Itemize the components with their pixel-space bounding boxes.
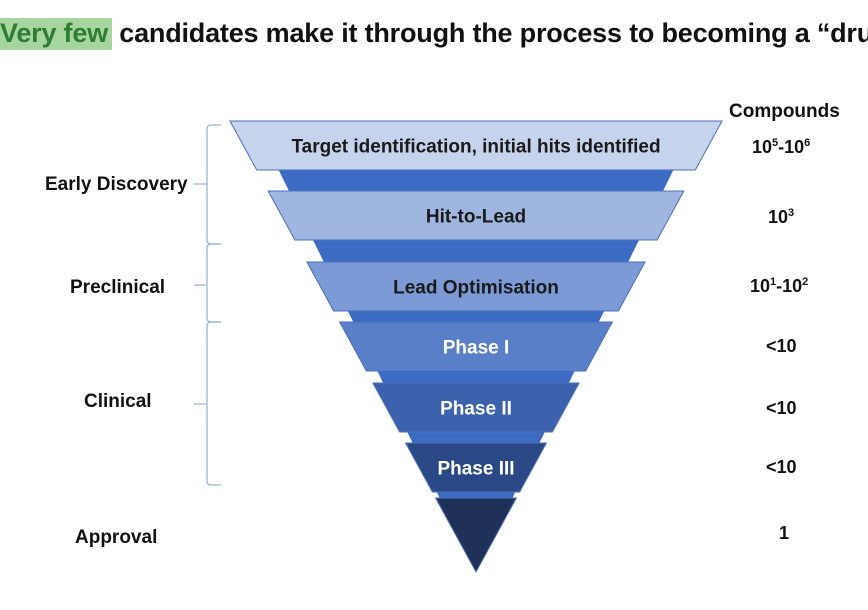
phase-label-approval: Approval bbox=[75, 527, 158, 548]
count-phase-2: <10 bbox=[766, 398, 797, 418]
funnel-connector bbox=[376, 369, 576, 385]
stage-phase-2-label: Phase II bbox=[440, 399, 512, 420]
title-highlight: Very few bbox=[0, 18, 112, 50]
phase-label-preclinical: Preclinical bbox=[70, 277, 166, 298]
funnel-connector bbox=[346, 309, 606, 324]
stage-approval bbox=[434, 497, 518, 574]
title-rest: candidates make it through the process t… bbox=[111, 18, 868, 48]
phase-label-clinical: Clinical bbox=[84, 391, 152, 412]
count-approval: 1 bbox=[779, 523, 790, 543]
count-phase-1: <10 bbox=[766, 336, 797, 356]
funnel-connector bbox=[406, 430, 546, 445]
stage-phase-3-label: Phase III bbox=[437, 459, 514, 480]
stage-phase-2 bbox=[372, 382, 580, 433]
funnel-connector bbox=[312, 238, 640, 264]
count-hit-to-lead: 103 bbox=[768, 207, 795, 227]
stage-phase-1-label: Phase I bbox=[443, 338, 510, 359]
stage-phase-1 bbox=[338, 321, 614, 372]
funnel-connector bbox=[277, 168, 675, 193]
stage-hit-to-lead bbox=[267, 190, 685, 241]
phase-brackets bbox=[194, 124, 221, 486]
funnel-stages: Target identification, initial hits iden… bbox=[229, 120, 723, 574]
stage-target-identification bbox=[229, 120, 723, 171]
stage-hit-to-lead-label: Hit-to-Lead bbox=[426, 207, 526, 228]
stage-phase-3 bbox=[404, 442, 548, 493]
compounds-header: Compounds bbox=[729, 101, 840, 122]
bracket-preclinical bbox=[194, 243, 221, 323]
stage-target-identification-label: Target identification, initial hits iden… bbox=[291, 137, 660, 158]
bracket-early-discovery bbox=[194, 124, 221, 245]
funnel-connectors bbox=[277, 168, 675, 500]
page-title: Very few candidates make it through the … bbox=[0, 18, 868, 50]
stage-lead-optimisation bbox=[306, 261, 646, 312]
count-target-identification: 105-106 bbox=[752, 137, 811, 157]
count-lead-optimisation: 101-102 bbox=[750, 276, 809, 296]
stage-lead-optimisation-label: Lead Optimisation bbox=[393, 278, 559, 299]
phase-label-early-discovery: Early Discovery bbox=[45, 174, 188, 195]
count-phase-3: <10 bbox=[766, 457, 797, 477]
bracket-clinical bbox=[194, 321, 221, 486]
